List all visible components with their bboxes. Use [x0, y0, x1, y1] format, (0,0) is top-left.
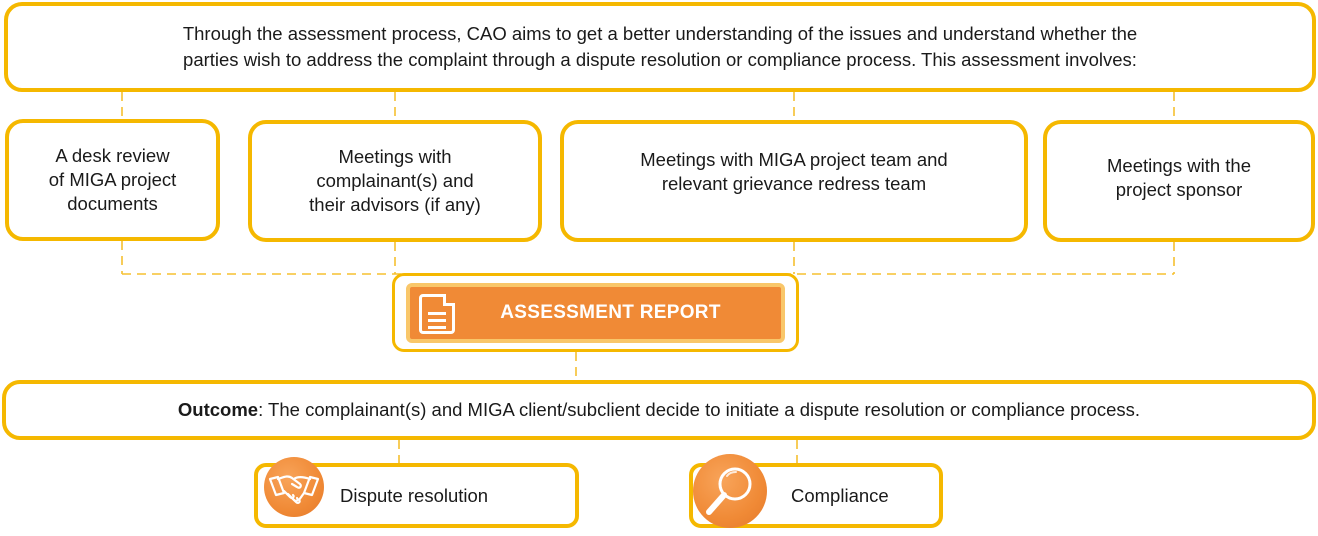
outcome-text: : The complainant(s) and MIGA client/sub…: [258, 399, 1141, 420]
step-line: A desk review: [55, 145, 170, 166]
dispute-resolution-label: Dispute resolution: [340, 484, 489, 506]
step-line: Meetings with MIGA project team and: [640, 149, 948, 170]
step-line: documents: [67, 193, 158, 214]
assessment-report-banner: ASSESSMENT REPORT: [406, 283, 785, 343]
step-meetings-complainants: Meetings with complainant(s) and their a…: [248, 120, 542, 242]
step-line: Meetings with the: [1107, 155, 1251, 176]
step-line: complainant(s) and: [316, 170, 474, 191]
step-desk-review: A desk review of MIGA project documents: [5, 119, 220, 241]
magnifier-icon: [693, 454, 767, 528]
assessment-report-frame: ASSESSMENT REPORT: [392, 273, 799, 352]
compliance-label: Compliance: [791, 484, 889, 506]
step-line: their advisors (if any): [309, 194, 481, 215]
step-meetings-sponsor: Meetings with the project sponsor: [1043, 120, 1315, 242]
step-line: project sponsor: [1115, 179, 1243, 200]
intro-box: Through the assessment process, CAO aims…: [4, 2, 1316, 92]
intro-line-2: parties wish to address the complaint th…: [183, 49, 1137, 70]
step-line: of MIGA project: [48, 169, 177, 190]
outcome-box: Outcome: The complainant(s) and MIGA cli…: [2, 380, 1316, 440]
outcome-label: Outcome: [177, 399, 259, 420]
step-line: Meetings with: [338, 146, 452, 167]
document-icon: [419, 294, 455, 334]
assessment-report-label: ASSESSMENT REPORT: [500, 302, 721, 323]
step-line: relevant grievance redress team: [661, 173, 927, 194]
intro-line-1: Through the assessment process, CAO aims…: [182, 23, 1138, 44]
step-meetings-miga-team: Meetings with MIGA project team and rele…: [560, 120, 1028, 242]
handshake-icon: [264, 457, 324, 517]
